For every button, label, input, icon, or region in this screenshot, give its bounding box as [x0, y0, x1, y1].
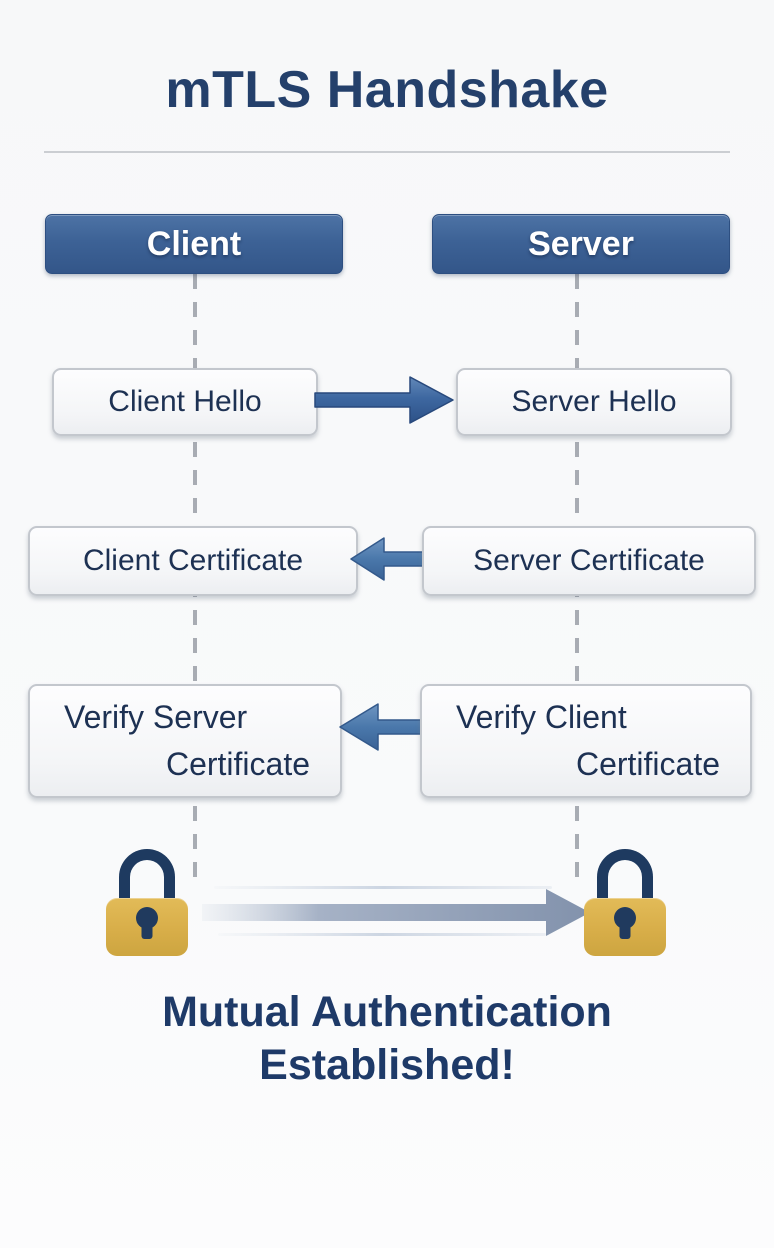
- client-certificate-label: Client Certificate: [82, 544, 304, 577]
- lock-body: [106, 898, 188, 956]
- server-actor-label: Server: [528, 224, 634, 263]
- client-lock-icon: [106, 849, 188, 956]
- page-title: mTLS Handshake: [165, 61, 609, 119]
- server-hello-box: Server Hello: [456, 368, 732, 436]
- server-certificate-box: Server Certificate: [422, 526, 756, 596]
- status-line-1: Mutual Authentication: [162, 988, 612, 1036]
- status-line-2: Established!: [259, 1041, 515, 1089]
- verify-server-certificate-box: Verify Server Certificate: [28, 684, 342, 798]
- arrow-right-icon: [314, 376, 454, 424]
- verify-client-certificate-box: Verify Client Certificate: [420, 684, 752, 798]
- lock-keyhole: [136, 907, 158, 929]
- mutual-auth-status-text: Mutual Authentication Established!: [0, 986, 774, 1092]
- server-certificate-label: Server Certificate: [473, 544, 705, 577]
- lock-shackle: [119, 849, 175, 904]
- lock-keyhole: [614, 907, 636, 929]
- client-hello-label: Client Hello: [108, 385, 262, 418]
- verify-server-line1: Verify Server: [64, 699, 248, 735]
- client-certificate-box: Client Certificate: [28, 526, 358, 596]
- verify-client-line1: Verify Client: [456, 699, 627, 735]
- lock-body: [584, 898, 666, 956]
- client-actor-header: Client: [45, 214, 343, 274]
- verify-client-line2: Certificate: [575, 746, 720, 782]
- mutual-auth-arrow-icon: [202, 886, 590, 936]
- arrow-left-icon: [350, 537, 424, 581]
- arrow-left-icon: [339, 703, 422, 751]
- title-divider: [44, 151, 730, 153]
- server-hello-label: Server Hello: [511, 385, 677, 418]
- client-actor-label: Client: [146, 224, 242, 263]
- server-lock-icon: [584, 849, 666, 956]
- verify-server-line2: Certificate: [165, 746, 310, 782]
- client-hello-box: Client Hello: [52, 368, 318, 436]
- server-actor-header: Server: [432, 214, 730, 274]
- lock-shackle: [597, 849, 653, 904]
